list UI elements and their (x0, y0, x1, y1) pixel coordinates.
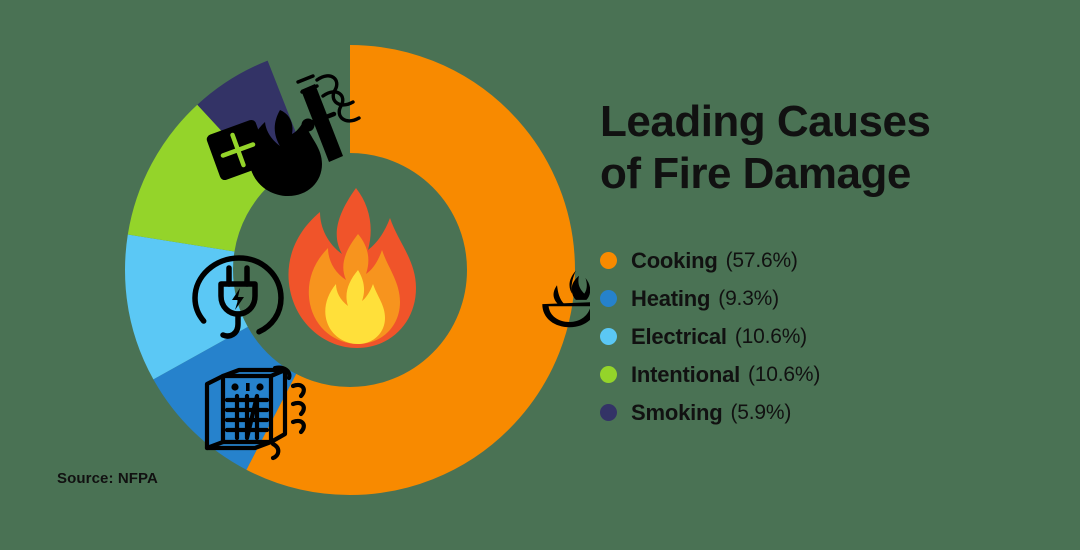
legend-item-label: Heating (631, 285, 711, 311)
donut-slices (125, 45, 575, 495)
legend-item-electrical[interactable]: Electrical (10.6%) (600, 318, 1040, 356)
legend-item-percent: (10.6%) (734, 324, 807, 348)
text-column: Leading Causes of Fire Damage Cooking (5… (600, 96, 1040, 432)
legend-item-label: Electrical (631, 323, 727, 349)
legend-color-dot (600, 366, 617, 384)
legend-item-label: Smoking (631, 399, 723, 425)
legend-item-cooking[interactable]: Cooking (57.6%) (600, 242, 1040, 280)
legend-item-percent: (10.6%) (748, 362, 821, 386)
legend: Cooking (57.6%) Heating (9.3%) Electrica… (600, 242, 1040, 432)
slice-electrical[interactable] (125, 45, 575, 495)
arson-gas-can-flame-icon (206, 110, 337, 196)
electrical-plug-icon (192, 255, 284, 339)
donut-chart (110, 30, 590, 510)
legend-item-percent: (5.9%) (730, 400, 792, 424)
legend-item-percent: (9.3%) (718, 286, 779, 310)
frying-pan-flame-icon (542, 270, 590, 328)
legend-item-label: Intentional (631, 361, 741, 387)
legend-item-heating[interactable]: Heating (9.3%) (600, 280, 1040, 318)
legend-color-dot (600, 328, 617, 346)
flame-illustration (288, 188, 416, 348)
page-title: Leading Causes of Fire Damage (600, 97, 931, 198)
legend-color-dot (600, 252, 617, 270)
legend-item-intentional[interactable]: Intentional (10.6%) (600, 356, 1040, 394)
source-attribution: Source: NFPA (57, 470, 158, 487)
legend-item-smoking[interactable]: Smoking (5.9%) (600, 394, 1040, 432)
legend-item-percent: (57.6%) (725, 248, 798, 272)
space-heater-icon (204, 365, 306, 461)
cigarette-smoke-icon (296, 74, 361, 162)
legend-color-dot (600, 290, 617, 308)
donut-chart-svg (125, 45, 590, 495)
slice-cooking[interactable] (125, 45, 575, 495)
legend-color-dot (600, 404, 617, 422)
legend-item-label: Cooking (631, 247, 718, 273)
